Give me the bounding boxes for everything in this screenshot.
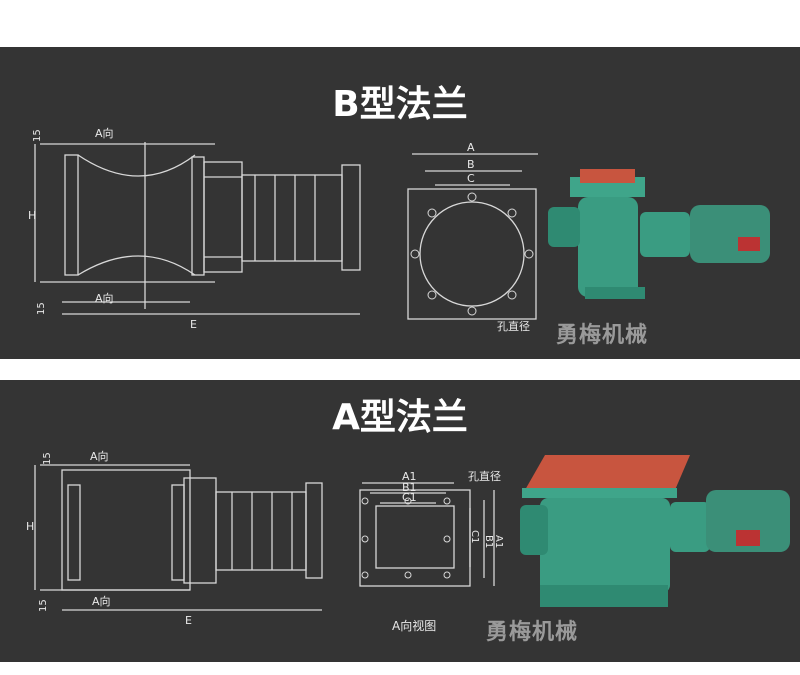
b-valve-photo: [548, 169, 770, 299]
a-dir-bottom-label: A向: [92, 594, 111, 608]
a-a1-label: A1: [402, 470, 417, 483]
b-b-label: B: [467, 158, 475, 171]
a-c1-label: C1: [402, 491, 417, 504]
b-front-view-drawing: [407, 153, 538, 320]
b-hole-label: 孔直径: [497, 319, 530, 333]
b-dir-bottom-label: A向: [95, 291, 114, 305]
a-side-view-drawing: [34, 464, 323, 611]
a-flange-drawings: A向 A向 H 15 15 E A1 B1 C1 C1 B1 A1 孔直径 A向…: [26, 449, 790, 633]
b-a-label: A: [467, 141, 475, 154]
b-flange-drawings: A向 A向 H 15 15 E A B C 孔直径: [28, 126, 770, 333]
b-e-label: E: [190, 318, 197, 331]
a-flange-panel: A型法兰 A向 A向 H 15 15 E A1 B1 C1 C1 B1 A1 孔…: [0, 380, 800, 662]
a-hole-label: 孔直径: [468, 469, 501, 483]
a-b1-vertical-label: B1: [483, 535, 494, 548]
a-15-top-label: 15: [42, 452, 53, 465]
a-valve-photo: [520, 455, 790, 607]
b-h-label: H: [28, 209, 36, 222]
b-watermark: 勇梅机械: [556, 323, 649, 348]
b-flange-title: B型法兰: [332, 84, 468, 125]
b-side-view-drawing: [34, 142, 361, 315]
b-dir-top-label: A向: [95, 126, 114, 140]
b-c-label: C: [467, 172, 475, 185]
a-a1-vertical-label: A1: [493, 535, 504, 548]
a-h-label: H: [26, 520, 34, 533]
a-view-label: A向视图: [392, 618, 436, 633]
a-watermark: 勇梅机械: [486, 620, 579, 645]
a-c1-vertical-label: C1: [469, 530, 480, 543]
a-b1-label: B1: [402, 481, 417, 494]
b-flange-panel: B型法兰 A向 A向 H 15 15 E A B C 孔直径 勇梅机械: [0, 47, 800, 359]
a-dir-top-label: A向: [90, 449, 109, 463]
a-front-view-drawing: [359, 482, 495, 587]
a-e-label: E: [185, 614, 192, 627]
a-flange-title: A型法兰: [332, 397, 468, 438]
b-15-top-label: 15: [32, 129, 43, 142]
b-15-bottom-label: 15: [36, 302, 47, 315]
a-15-bottom-label: 15: [38, 599, 49, 612]
